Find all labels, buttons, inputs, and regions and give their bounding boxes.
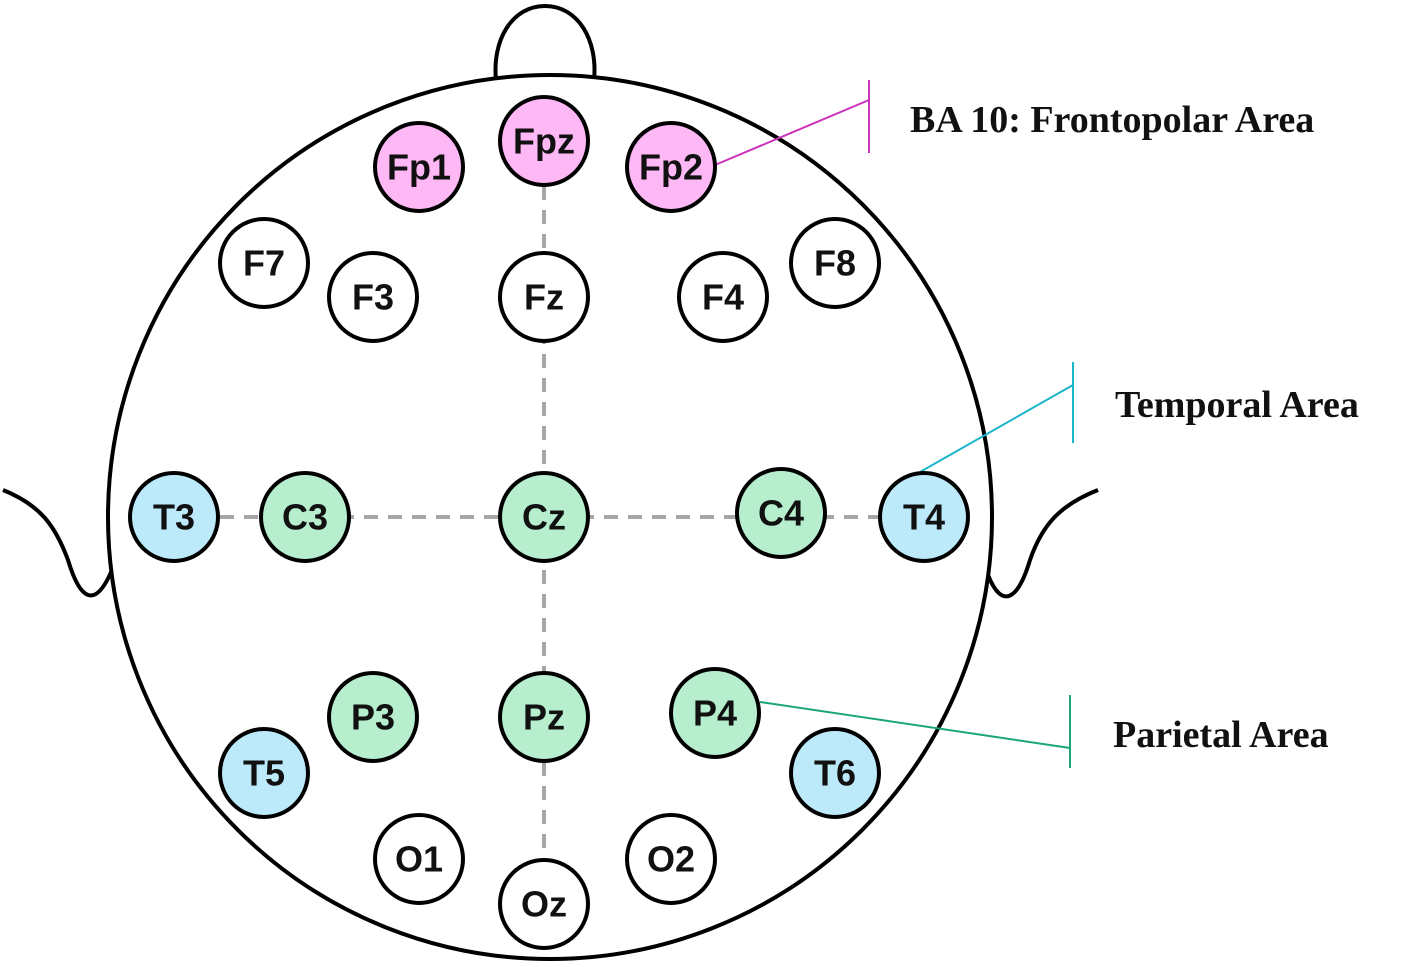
electrode-fp2-circle xyxy=(625,121,717,213)
electrode-o2: O2 xyxy=(625,813,717,905)
electrode-t5-label: T5 xyxy=(243,753,285,794)
electrode-f4-circle xyxy=(677,251,769,343)
electrode-f8: F8 xyxy=(789,217,881,309)
electrode-c4: C4 xyxy=(735,467,827,559)
electrode-f3: F3 xyxy=(327,251,419,343)
electrode-pz: Pz xyxy=(498,671,590,763)
electrode-fpz-label: Fpz xyxy=(513,121,575,162)
electrode-fz-circle xyxy=(498,251,590,343)
electrode-oz-circle xyxy=(498,858,590,950)
electrode-c3: C3 xyxy=(259,471,351,563)
electrode-o2-label: O2 xyxy=(647,839,695,880)
parietal-area-label: Parietal Area xyxy=(1113,714,1329,756)
electrode-t5: T5 xyxy=(218,727,310,819)
electrode-layer: Fp1 Fpz Fp2 F7 F3 Fz F4 F8 xyxy=(128,95,970,950)
electrode-fp2: Fp2 xyxy=(625,121,717,213)
electrode-c3-label: C3 xyxy=(282,497,328,538)
electrode-t4-circle xyxy=(878,471,970,563)
electrode-t5-circle xyxy=(218,727,310,819)
right-ear-outline xyxy=(986,488,1099,599)
area-labels: BA 10: Frontopolar Area Temporal Area Pa… xyxy=(910,99,1359,756)
temporal-area-label: Temporal Area xyxy=(1115,384,1359,426)
electrode-t4-label: T4 xyxy=(903,497,945,538)
electrode-o2-circle xyxy=(625,813,717,905)
electrode-c3-circle xyxy=(259,471,351,563)
electrode-o1-label: O1 xyxy=(395,839,443,880)
electrode-f7-circle xyxy=(218,217,310,309)
electrode-cz-label: Cz xyxy=(522,497,566,538)
area-pointer-lines xyxy=(714,80,1074,768)
electrode-f8-circle xyxy=(789,217,881,309)
electrode-fp1: Fp1 xyxy=(373,121,465,213)
electrode-pz-label: Pz xyxy=(523,697,565,738)
electrode-t6-circle xyxy=(789,727,881,819)
electrode-fp2-label: Fp2 xyxy=(639,147,703,188)
electrode-fz: Fz xyxy=(498,251,590,343)
electrode-cz-circle xyxy=(498,471,590,563)
left-ear-outline xyxy=(2,488,114,598)
electrode-c4-circle xyxy=(735,467,827,559)
electrode-c4-label: C4 xyxy=(758,493,804,534)
electrode-t6-label: T6 xyxy=(814,753,856,794)
electrode-p4: P4 xyxy=(669,667,761,759)
electrode-t4: T4 xyxy=(878,471,970,563)
frontopolar-area-label: BA 10: Frontopolar Area xyxy=(910,99,1314,141)
electrode-fpz-circle xyxy=(498,95,590,187)
electrode-f3-circle xyxy=(327,251,419,343)
electrode-o1: O1 xyxy=(373,813,465,905)
electrode-f7: F7 xyxy=(218,217,310,309)
electrode-cz: Cz xyxy=(498,471,590,563)
electrode-p3-label: P3 xyxy=(351,697,395,738)
electrode-f4-label: F4 xyxy=(702,277,744,318)
electrode-t3: T3 xyxy=(128,471,220,563)
electrode-fp1-circle xyxy=(373,121,465,213)
electrode-f7-label: F7 xyxy=(243,243,285,284)
frontopolar-pointer-line xyxy=(714,99,870,166)
electrode-fp1-label: Fp1 xyxy=(387,147,451,188)
parietal-pointer-line xyxy=(759,701,1071,749)
electrode-oz-label: Oz xyxy=(521,884,567,925)
electrode-fpz: Fpz xyxy=(498,95,590,187)
electrode-f3-label: F3 xyxy=(352,277,394,318)
electrode-f4: F4 xyxy=(677,251,769,343)
electrode-p3-circle xyxy=(327,671,419,763)
electrode-p4-circle xyxy=(669,667,761,759)
nose-outline xyxy=(493,3,597,81)
electrode-pz-circle xyxy=(498,671,590,763)
temporal-pointer-line xyxy=(919,384,1074,473)
electrode-p3: P3 xyxy=(327,671,419,763)
electrode-f8-label: F8 xyxy=(814,243,856,284)
electrode-t3-circle xyxy=(128,471,220,563)
electrode-t6: T6 xyxy=(789,727,881,819)
electrode-fz-label: Fz xyxy=(524,277,564,318)
electrode-p4-label: P4 xyxy=(693,693,737,734)
electrode-t3-label: T3 xyxy=(153,497,195,538)
electrode-oz: Oz xyxy=(498,858,590,950)
electrode-o1-circle xyxy=(373,813,465,905)
